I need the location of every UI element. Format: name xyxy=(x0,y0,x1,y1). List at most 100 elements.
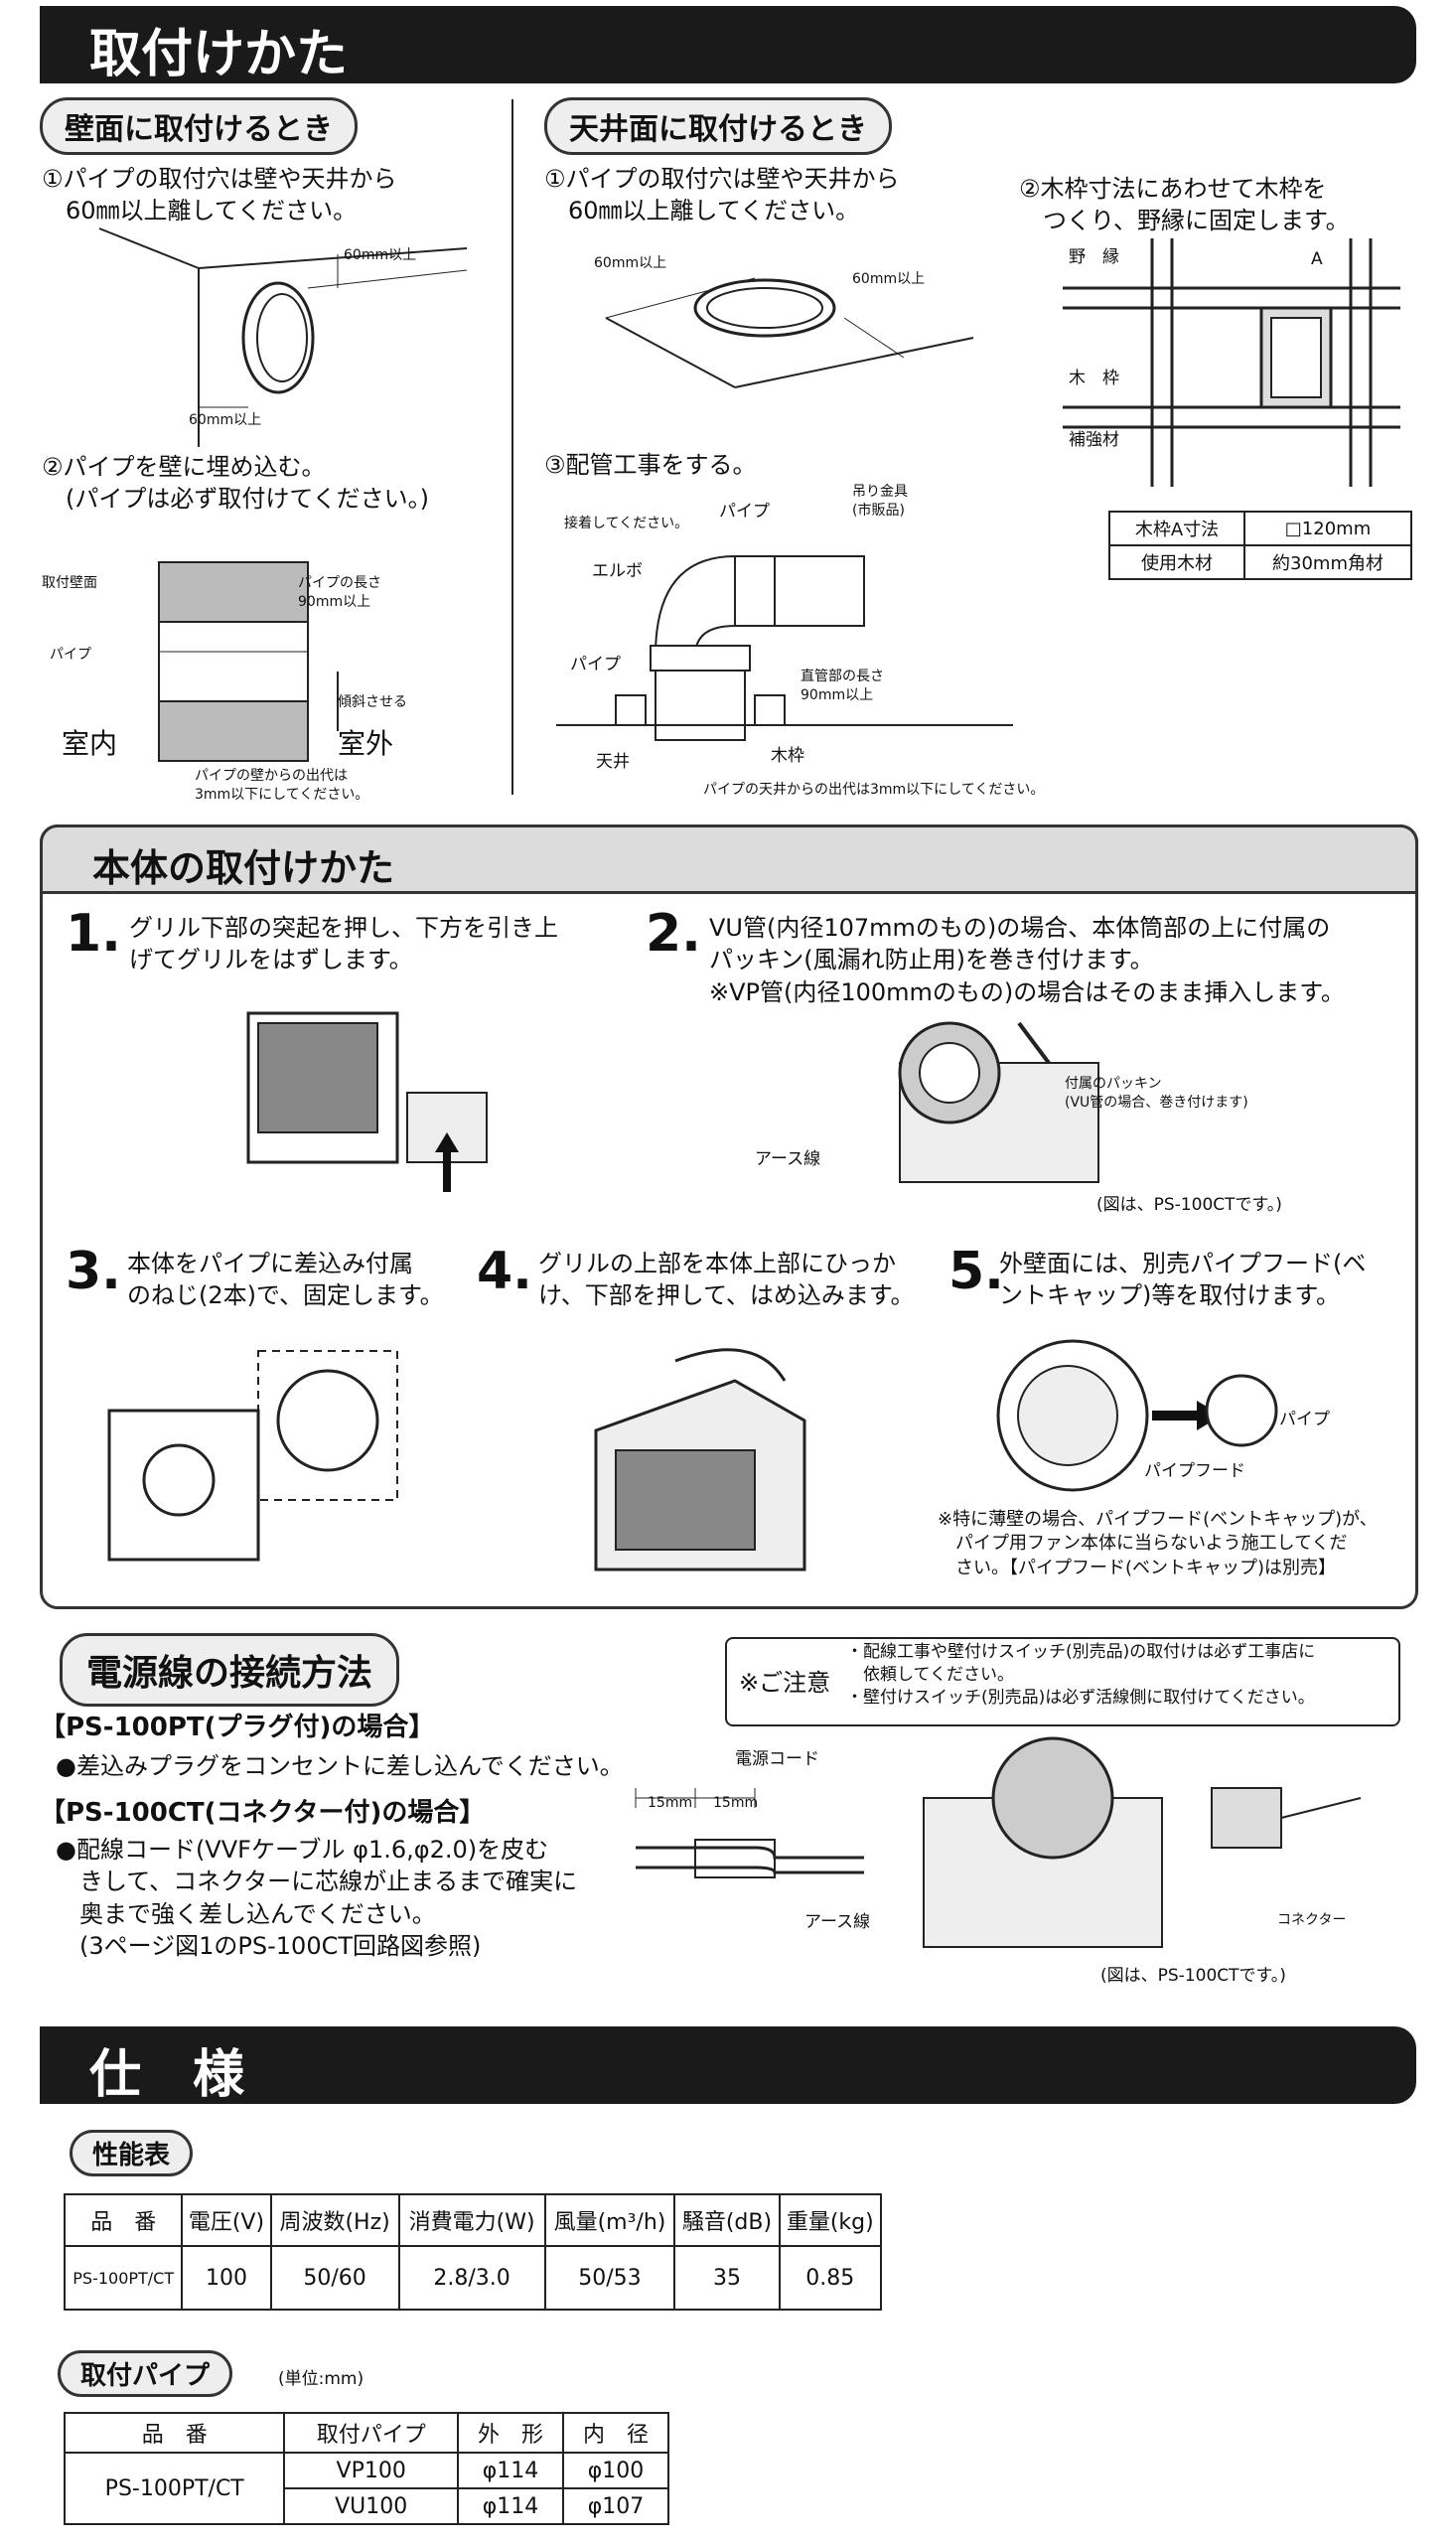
connector-illustration xyxy=(923,1736,1362,1948)
step5-illustration xyxy=(996,1339,1278,1492)
caution-text: ・配線工事や壁付けスイッチ(別売品)の取付けは必ず工事店に 依頼してください。 … xyxy=(846,1642,1316,1708)
wood-label: 使用木材 xyxy=(1107,544,1246,580)
step2-illustration xyxy=(898,1021,1099,1183)
ceiling-dim-a: 60mm以上 xyxy=(594,255,667,271)
spec-title-bar: 仕 様 xyxy=(40,2026,1416,2105)
ct-head: 【PS-100CT(コネクター付)の場合】 xyxy=(40,1798,486,1828)
body-title: 本体の取付けかた xyxy=(92,846,395,890)
power-lbl-fig: (図は、PS-100CTです。) xyxy=(1100,1966,1286,1986)
step4-num: 4. xyxy=(477,1242,532,1301)
install-title: 取付けかた xyxy=(89,25,349,84)
step2-lbl-earth: アース線 xyxy=(755,1149,821,1169)
perf-h5: 騒音(dB) xyxy=(673,2193,781,2247)
wall-dim-b: 60mm以上 xyxy=(189,412,262,428)
lbl-cord: 電源コード xyxy=(735,1749,819,1769)
step3-illustration xyxy=(107,1350,398,1562)
perf-c3: 2.8/3.0 xyxy=(397,2245,546,2311)
pipe-model: PS-100PT/CT xyxy=(63,2452,286,2525)
ceiling-step3: ③配管工事をする。 xyxy=(544,451,757,479)
perf-c5: 35 xyxy=(673,2245,781,2311)
ceiling-step1: ①パイプの取付穴は壁や天井から 60㎜以上離してください。 xyxy=(544,165,900,225)
perf-h3: 消費電力(W) xyxy=(397,2193,546,2247)
step2-text: VU管(内径107mmのもの)の場合、本体筒部の上に付属の パッキン(風漏れ防止… xyxy=(709,914,1345,1006)
ceiling-step2: ②木枠寸法にあわせて木枠を つくり、野縁に固定します。 xyxy=(1019,175,1350,235)
wall-lbl-slope: 傾斜させる xyxy=(338,694,407,710)
pipe-unit: (単位:mm) xyxy=(278,2369,364,2389)
wall-lbl-note: パイプの壁からの出代は 3mm以下にしてください。 xyxy=(195,768,369,803)
pipe-r0-c0: VP100 xyxy=(283,2452,459,2489)
ceiling-lbl-hokyo: 補強材 xyxy=(1069,430,1119,450)
spec-title: 仕 様 xyxy=(89,2045,245,2105)
cord-illustration xyxy=(635,1788,864,1878)
ceiling-lbl-chokkan: 直管部の長さ 90mm以上 xyxy=(801,669,884,703)
perf-h6: 重量(kg) xyxy=(778,2193,883,2247)
ceiling-diagram-3 xyxy=(556,554,1013,741)
pipe-h0: 品 番 xyxy=(63,2412,286,2454)
perf-label: 性能表 xyxy=(70,2130,194,2176)
step1-num: 1. xyxy=(66,904,121,964)
wall-diagram-1 xyxy=(98,227,468,447)
wall-lbl-pipe: パイプ xyxy=(50,647,91,663)
caution-box xyxy=(725,1637,1400,1726)
step4-text: グリルの上部を本体上部にひっか け、下部を押して、はめ込みます。 xyxy=(538,1250,915,1310)
step3-text: 本体をパイプに差込み付属 のねじ(2本)で、固定します。 xyxy=(127,1250,444,1310)
step2-lbl-fig: (図は、PS-100CTです。) xyxy=(1096,1195,1282,1215)
body-section-header: 本体の取付けかた xyxy=(40,824,1418,894)
pipe-h3: 内 径 xyxy=(561,2412,670,2454)
perf-h0: 品 番 xyxy=(63,2193,184,2247)
wall-lbl-len: パイプの長さ 90mm以上 xyxy=(298,575,381,610)
ceiling-lbl-setchaku: 接着してください。 xyxy=(564,516,689,531)
pipe-r1-c2: φ107 xyxy=(561,2487,670,2525)
wall-step1: ①パイプの取付穴は壁や天井から 60㎜以上離してください。 xyxy=(42,165,397,225)
install-title-bar: 取付けかた xyxy=(40,6,1416,84)
perf-c2: 50/60 xyxy=(269,2245,400,2311)
wall-dim-a: 60mm以上 xyxy=(344,247,417,263)
section-divider xyxy=(511,99,513,795)
ceiling-lbl-tsuri: 吊り金具 (市販品) xyxy=(852,484,908,519)
wall-diagram-2 xyxy=(158,561,339,762)
ceiling-lbl-noen: 野 縁 xyxy=(1069,247,1119,267)
pipe-h1: 取付パイプ xyxy=(283,2412,459,2454)
perf-c4: 50/53 xyxy=(543,2245,676,2311)
pt-text: ●差込みプラグをコンセントに差し込んでください。 xyxy=(56,1752,624,1780)
perf-h1: 電圧(V) xyxy=(181,2193,272,2247)
pipe-h2: 外 形 xyxy=(456,2412,564,2454)
caution-label: ※ご注意 xyxy=(739,1669,831,1697)
pipe-r0-c2: φ100 xyxy=(561,2452,670,2489)
ceiling-lbl-tenjo: 天井 xyxy=(596,752,630,772)
step5-num: 5. xyxy=(948,1242,1004,1301)
ceiling-lbl-elbow: エルボ xyxy=(592,561,643,581)
step5-note: ※特に薄壁の場合、パイプフード(ベントキャップ)が、 パイプ用ファン本体に当らな… xyxy=(938,1509,1378,1578)
step1-illustration xyxy=(246,1011,488,1192)
step2-lbl-packing: 付属のパッキン (VU管の場合、巻き付けます) xyxy=(1065,1076,1248,1111)
step5-lbl-hood: パイプフード xyxy=(1144,1461,1245,1481)
wall-label: 壁面に取付けるとき xyxy=(40,97,358,155)
perf-h4: 風量(m³/h) xyxy=(543,2193,676,2247)
pt-head: 【PS-100PT(プラグ付)の場合】 xyxy=(40,1713,435,1742)
step5-lbl-pipe: パイプ xyxy=(1279,1410,1330,1429)
ceiling-lbl-mokuwaku: 木枠 xyxy=(771,746,804,766)
wall-lbl-wall: 取付壁面 xyxy=(42,575,97,591)
ceiling-lbl-pipe2: パイプ xyxy=(570,655,621,674)
ceiling-diagram-1 xyxy=(605,277,974,388)
ceiling-lbl-a: A xyxy=(1311,249,1323,269)
perf-c1: 100 xyxy=(181,2245,272,2311)
ceiling-lbl-note: パイプの天井からの出代は3mm以下にしてください。 xyxy=(703,782,1045,798)
waku-a-label: 木枠A寸法 xyxy=(1107,511,1246,546)
waku-a-value: □120mm xyxy=(1243,511,1412,546)
wood-value: 約30mm角材 xyxy=(1243,544,1412,580)
power-title: 電源線の接続方法 xyxy=(60,1633,400,1707)
pipe-table: 品 番 取付パイプ 外 形 内 径 PS-100PT/CT VP100 φ114… xyxy=(63,2412,670,2525)
step5-text: 外壁面には、別売パイプフード(ベ ントキャップ)等を取付けます。 xyxy=(999,1250,1367,1310)
pipe-r0-c1: φ114 xyxy=(456,2452,564,2489)
ceiling-spec-table: 木枠A寸法□120mm 使用木材約30mm角材 xyxy=(1107,511,1412,580)
perf-c0: PS-100PT/CT xyxy=(63,2245,184,2311)
ceiling-lbl-pipe: パイプ xyxy=(719,502,770,522)
perf-table: 品 番 電圧(V) 周波数(Hz) 消費電力(W) 風量(m³/h) 騒音(dB… xyxy=(63,2193,883,2311)
lbl-earth: アース線 xyxy=(804,1912,871,1932)
pipe-r1-c1: φ114 xyxy=(456,2487,564,2525)
step3-num: 3. xyxy=(66,1242,121,1301)
ceiling-diagram-2 xyxy=(1063,238,1400,487)
pipe-label: 取付パイプ xyxy=(58,2350,233,2397)
wall-lbl-out: 室外 xyxy=(338,727,394,760)
